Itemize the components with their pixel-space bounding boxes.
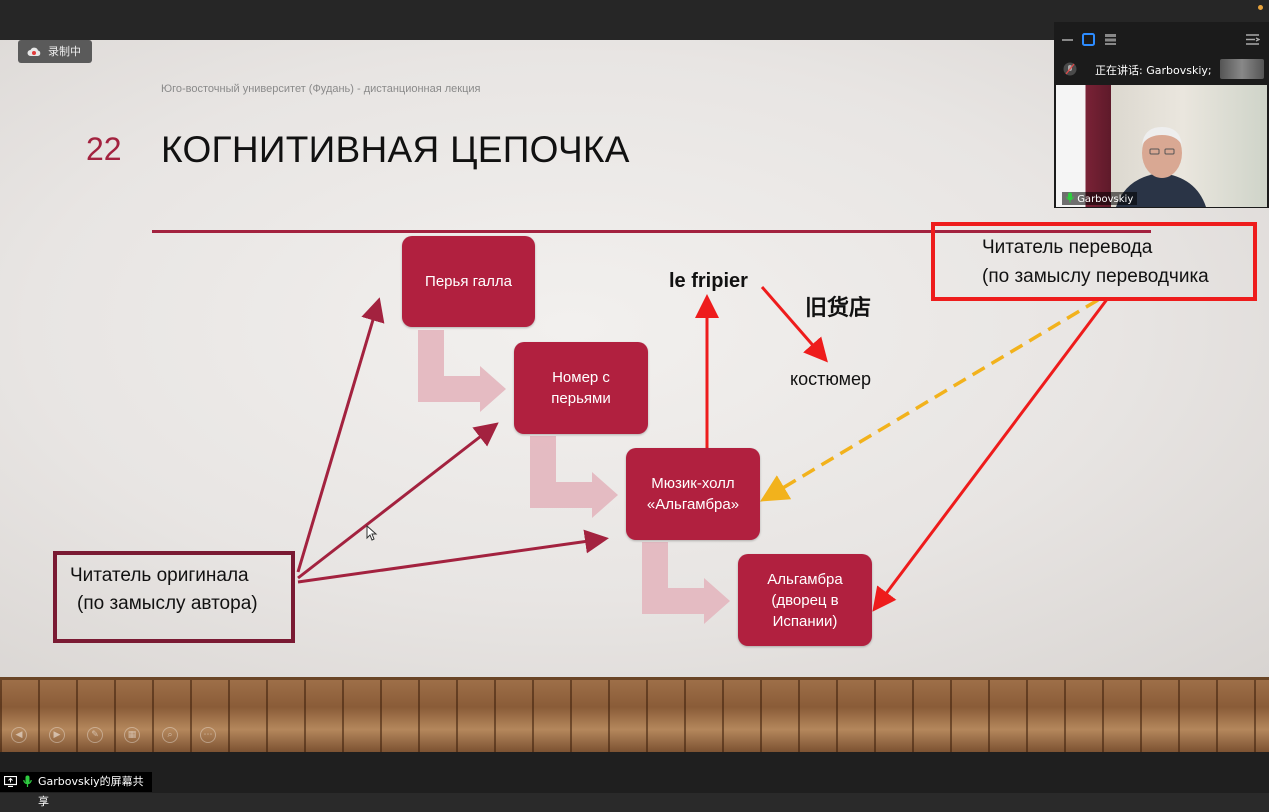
recording-indicator[interactable]: 录制中 [18,40,92,63]
chain-box-number: Номер с перьями [514,342,648,434]
mouse-cursor-icon [366,525,378,541]
fripier-arrow-to-costume [760,286,828,363]
chain-box-palace: Альгамбра (дворец в Испании) [738,554,872,646]
gallery-view-icon[interactable] [1104,33,1117,46]
chinese-label: 旧货店 [805,296,872,321]
participant-panel: 正在讲话: Garbovskiy; Garbovskiy [1054,22,1269,208]
recording-label: 录制中 [48,45,81,58]
screen-share-badge[interactable]: Garbovskiy的屏幕共享 [0,772,152,808]
reader-arrow-to-feathers [296,297,385,573]
chain-connector-arrow [418,330,506,412]
cloud-record-icon [27,47,41,56]
microphone-icon [23,775,32,787]
participant-figure [1116,127,1206,207]
prev-slide-icon[interactable]: ◀ [11,727,27,743]
chain-connector-arrow [642,542,730,624]
reader-translation-line2: (по замыслу переводчика [982,266,1209,287]
zoom-icon[interactable]: ⌕ [162,727,178,743]
speaker-avatar-icon [1063,62,1077,76]
screen-share-icon [4,776,17,787]
title-divider [152,230,1151,233]
next-slide-icon[interactable]: ▶ [49,727,65,743]
more-options-icon[interactable]: ⋯ [200,727,216,743]
reader-arrow-to-musichall [297,529,609,584]
share-label: Garbovskiy的屏幕共享 [38,775,144,808]
reader-arrow-to-number [297,422,499,580]
slides-grid-icon[interactable]: ▦ [124,727,140,743]
le-fripier-label: le fripier [669,270,748,292]
slide-subtitle: Юго-восточный университет (Фудань) - дис… [161,83,481,95]
chain-box-feathers: Перья галла [402,236,535,327]
slide-number: 22 [86,131,122,167]
participant-mic-icon [1066,192,1074,203]
participant-name: Garbovskiy [1077,194,1134,205]
costume-label: костюмер [790,369,872,389]
active-speaker-label: 正在讲话: Garbovskiy; [1095,64,1212,77]
chain-box-musichall: Мюзик-холл «Альгамбра» [626,448,760,540]
chain-connector-arrow [530,436,618,518]
participant-name-tag: Garbovskiy [1062,192,1138,205]
wooden-floor [0,677,1269,752]
speaker-thumbnail [1220,59,1264,79]
slide-title: КОГНИТИВНАЯ ЦЕПОЧКА [161,129,630,170]
minimize-icon[interactable] [1062,34,1074,46]
reader-translation-box [931,222,1257,301]
pen-icon[interactable]: ✎ [87,727,103,743]
translation-reader-dashed-arrow [759,298,1099,502]
panel-menu-icon[interactable] [1246,33,1260,46]
reader-original-box [53,551,295,643]
notification-dot [1258,5,1263,10]
bottom-bar [0,752,1269,793]
reader-translation-line1: Читатель перевода [982,237,1153,258]
participant-video[interactable]: Garbovskiy [1056,85,1267,207]
reader-original-line2: (по замыслу автора) [77,593,258,614]
translation-reader-arrow-to-palace [872,297,1110,612]
speaker-view-icon[interactable] [1082,33,1095,46]
diagram-arrows [296,286,1110,624]
reader-original-line1: Читатель оригинала [70,565,249,586]
